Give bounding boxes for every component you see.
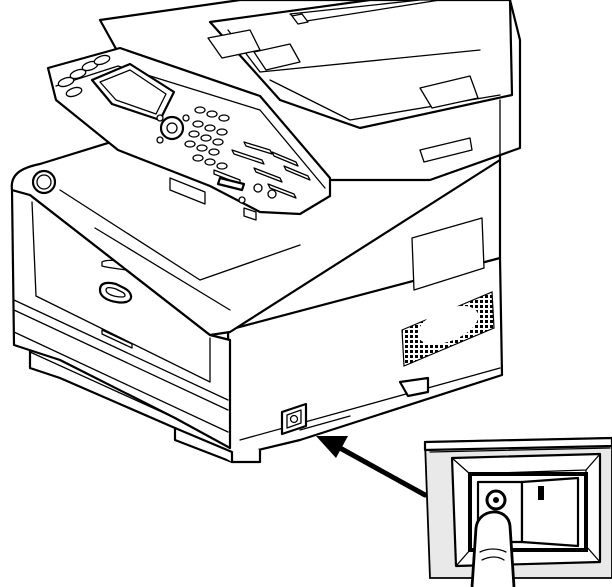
panel-function-keys [213, 141, 311, 221]
printer-power-switch-icon [280, 402, 308, 436]
vent-grille-icon [401, 291, 495, 367]
scanner-unit [98, 0, 522, 182]
corner-button [31, 169, 57, 195]
arrow-icon [316, 436, 428, 498]
printer [10, 0, 522, 464]
printer-right-side [226, 158, 504, 457]
on-symbol-icon [538, 486, 544, 500]
panel-dpad [156, 114, 190, 144]
printer-front [10, 188, 232, 450]
panel-keypad [184, 106, 230, 170]
side-panel-window [411, 217, 485, 291]
control-panel [46, 46, 332, 221]
panel-left-buttons [57, 54, 111, 98]
pointing-finger-icon [470, 510, 516, 587]
brand-badge [98, 281, 133, 304]
switch-closeup-inset [423, 436, 612, 587]
panel-lcd-screen [90, 62, 176, 122]
